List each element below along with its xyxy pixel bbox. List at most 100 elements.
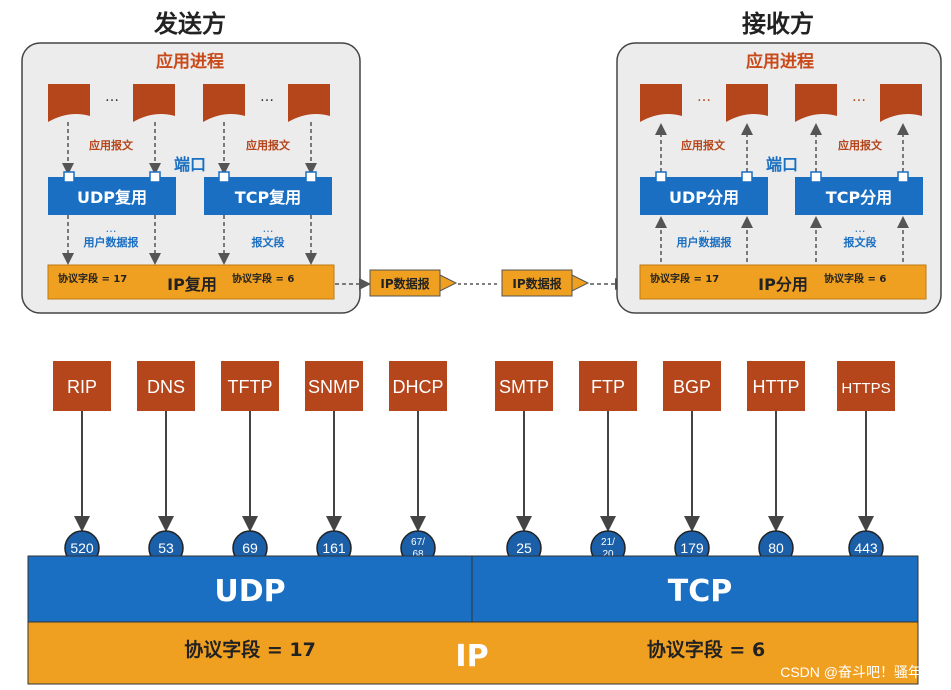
sender-port-square (63, 171, 75, 183)
port-number-bottom: 68 (412, 549, 424, 560)
receiver-ip-label: IP分用 (758, 275, 808, 294)
transit-packet-2 (501, 269, 573, 297)
sender-proto-tcp: 协议字段 = 6 (232, 272, 294, 285)
port-number: 520 (70, 540, 94, 556)
sender-ellipsis-3: … (106, 222, 117, 235)
sender-tcp-label: TCP复用 (235, 188, 301, 207)
sender-panel: 发送方 应用进程 … … 应用报文 应用报文 端口 UDP复用 TCP复用 (21, 10, 361, 314)
protocol-name: BGP (673, 377, 711, 397)
udp-layer-label: UDP (214, 574, 285, 609)
protocol-box (221, 361, 279, 411)
protocol-box (305, 361, 363, 411)
port-number: 69 (242, 540, 258, 556)
receiver-app-process: 应用进程 (746, 51, 814, 72)
sender-proto-udp: 协议字段 = 17 (58, 272, 127, 285)
sender-port-square (305, 171, 317, 183)
port-number-top: 21/ (601, 537, 615, 548)
receiver-segment: 报文段 (844, 235, 877, 249)
sender-app-doc (48, 84, 330, 122)
receiver-panel: 接收方 应用进程 … … 应用报文 应用报文 端口 UDP分用 TCP分用 … … (616, 10, 942, 314)
protocol-smtp: SMTP 25 (495, 361, 553, 566)
sender-ellipsis-1: … (105, 89, 119, 105)
receiver-port-square (897, 171, 909, 183)
receiver-ellipsis-1: … (697, 89, 711, 105)
receiver-ip-box (639, 264, 927, 300)
sender-udp-datagram: 用户数据报 (84, 235, 140, 249)
transit-path: IP数据报 IP数据报 (335, 269, 627, 297)
ip-layer-bar (27, 621, 919, 685)
sender-port-label: 端口 (174, 155, 206, 174)
protocol-dhcp: DHCP 67/68 (389, 361, 447, 566)
receiver-proto-tcp: 协议字段 = 6 (824, 272, 886, 285)
receiver-port-square (655, 171, 667, 183)
protocol-snmp: SNMP 161 (305, 361, 363, 566)
ip-proto-tcp: 协议字段 = 6 (647, 638, 765, 661)
port-number: 443 (854, 540, 878, 556)
protocol-box (53, 361, 111, 411)
receiver-proto-udp: 协议字段 = 17 (650, 272, 719, 285)
receiver-app-msg-left: 应用报文 (681, 138, 726, 152)
receiver-ellipsis-2: … (852, 89, 866, 105)
protocol-name: DHCP (392, 377, 443, 397)
sender-app-process: 应用进程 (156, 51, 224, 72)
sender-ellipsis-4: … (263, 222, 274, 235)
sender-app-msg-right: 应用报文 (246, 138, 291, 152)
ip-proto-udp: 协议字段 = 17 (184, 638, 316, 661)
tcp-layer-label: TCP (668, 574, 732, 609)
port-number: 161 (322, 540, 346, 556)
protocol-box (495, 361, 553, 411)
protocol-name: HTTP (753, 377, 800, 397)
network-layer: 协议字段 = 17 IP 协议字段 = 6 (27, 621, 919, 685)
csdn-watermark: CSDN @奋斗吧！骚年！ (780, 664, 936, 680)
ip-layer-label: IP (455, 639, 488, 674)
port-number: 25 (516, 540, 532, 556)
sender-port-square (218, 171, 230, 183)
receiver-app-msg-right: 应用报文 (838, 138, 883, 152)
protocol-box (837, 361, 895, 411)
receiver-app-doc (640, 84, 922, 122)
receiver-port-square (810, 171, 822, 183)
sender-udp-label: UDP复用 (77, 188, 147, 207)
protocol-box (389, 361, 447, 411)
protocol-tftp: TFTP 69 (221, 361, 279, 566)
receiver-title: 接收方 (742, 10, 814, 38)
protocol-name: HTTPS (841, 380, 890, 397)
receiver-port-label: 端口 (766, 155, 798, 174)
transport-layer: UDP TCP (27, 555, 919, 623)
protocol-http: HTTP 80 (747, 361, 805, 566)
receiver-udp-datagram: 用户数据报 (677, 235, 733, 249)
sender-ip-box (47, 264, 335, 300)
sender-tcp-box (204, 177, 332, 215)
protocol-rip: RIP 520 (53, 361, 111, 566)
protocol-name: RIP (67, 377, 97, 397)
port-number: 80 (768, 540, 784, 556)
receiver-udp-box (640, 177, 768, 215)
protocol-bgp: BGP 179 (663, 361, 721, 566)
protocol-name: SNMP (308, 377, 360, 397)
tcp-layer-bar (471, 555, 919, 623)
sender-segment: 报文段 (252, 235, 285, 249)
sender-ip-label: IP复用 (167, 275, 217, 294)
receiver-ellipsis-3: … (699, 222, 710, 235)
receiver-tcp-label: TCP分用 (826, 188, 892, 207)
receiver-udp-label: UDP分用 (669, 188, 739, 207)
port-number: 179 (680, 540, 704, 556)
protocol-box (747, 361, 805, 411)
protocol-name: TFTP (228, 377, 273, 397)
protocol-name: SMTP (499, 377, 549, 397)
protocol-box (137, 361, 195, 411)
receiver-tcp-box (795, 177, 923, 215)
sender-udp-box (48, 177, 176, 215)
sender-app-msg-left: 应用报文 (89, 138, 134, 152)
protocol-https: HTTPS 443 (837, 361, 895, 566)
transit-packet-1-label: IP数据报 (380, 276, 429, 291)
protocol-name: DNS (147, 377, 185, 397)
port-number-bottom: 20 (602, 549, 614, 560)
sender-port-square (149, 171, 161, 183)
receiver-ellipsis-4: … (855, 222, 866, 235)
port-number-top: 67/ (411, 537, 425, 548)
